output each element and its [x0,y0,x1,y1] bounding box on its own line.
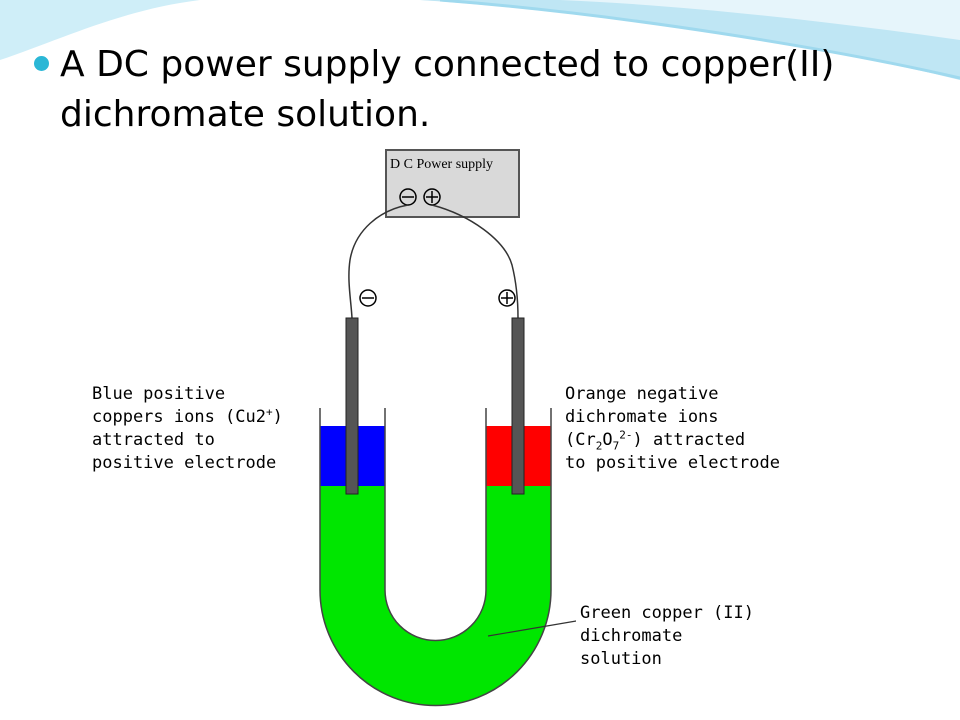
negative-electrode [345,317,359,495]
green-label-pointer [487,619,583,637]
positive-electrode-symbol-icon [498,289,516,307]
label-green-solution: Green copper (II) dichromate solution [576,600,804,673]
wave-band-accent [0,0,200,60]
bullet-dot-icon [34,56,49,71]
label-orange-dichromate-ions: Orange negative dichromate ions (Cr2O72-… [563,383,803,475]
wire-negative [348,204,409,319]
green-solution [320,486,551,706]
power-supply-label: D C Power supply [390,157,493,172]
positive-electrode [511,317,525,495]
wave-band-mid [420,0,960,80]
wire-positive [431,204,519,319]
u-tube-outline [319,408,552,707]
power-supply: D C Power supply [385,149,520,218]
header-wave-decoration [0,0,960,80]
supply-positive-terminal-icon [423,188,441,206]
slide-title: A DC power supply connected to copper(II… [60,44,835,135]
label-blue-copper-ions: Blue positive coppers ions (Cu2+) attrac… [88,383,316,475]
wave-stroke [439,0,960,80]
negative-electrode-symbol-icon [359,289,377,307]
